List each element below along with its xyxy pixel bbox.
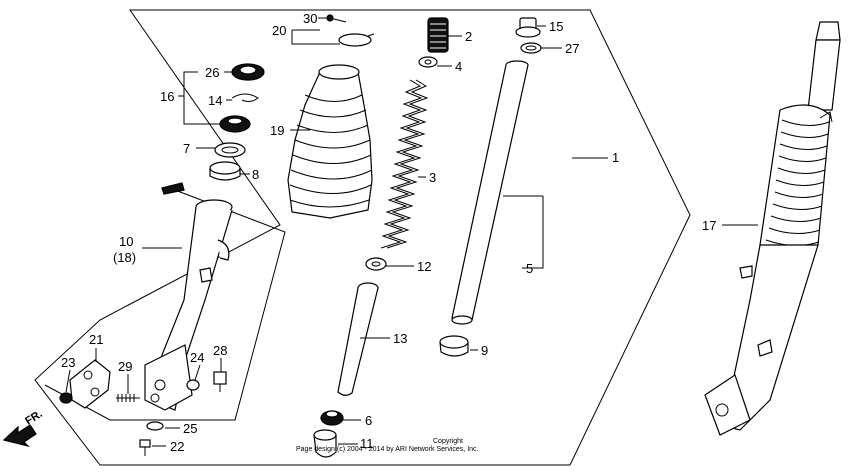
callout-30: 30 — [303, 11, 317, 26]
damper-rod[interactable] — [337, 282, 379, 396]
dust-boot[interactable] — [287, 64, 373, 219]
callout-24: 24 — [190, 350, 204, 365]
callout-22: 22 — [170, 439, 184, 454]
callout-6: 6 — [365, 413, 372, 428]
nut-23[interactable] — [59, 392, 73, 404]
callout-1: 1 — [612, 150, 619, 165]
callout-12: 12 — [417, 259, 431, 274]
oil-seal-26[interactable] — [231, 63, 265, 81]
slide-bushing[interactable] — [439, 335, 469, 357]
callout-29: 29 — [118, 359, 132, 374]
stud-29[interactable] — [116, 394, 140, 402]
bolt-28[interactable] — [213, 371, 227, 392]
slider-subframe — [44, 189, 286, 421]
callout-2: 2 — [465, 29, 472, 44]
callout-20: 20 — [272, 23, 286, 38]
callout-25: 25 — [183, 421, 197, 436]
washer-24[interactable] — [186, 379, 200, 391]
clip-small[interactable] — [161, 182, 185, 195]
washer-25[interactable] — [146, 421, 164, 431]
leader-lines — [65, 17, 758, 447]
copyright-line-1: Copyright — [433, 438, 463, 445]
callout-11: 11 — [360, 436, 374, 451]
callout-9: 9 — [481, 343, 488, 358]
callout-26: 26 — [205, 65, 219, 80]
callout-5: 5 — [526, 261, 533, 276]
spring-2[interactable] — [427, 17, 449, 53]
o-ring[interactable] — [520, 42, 542, 54]
bolt-22[interactable] — [139, 439, 151, 456]
band-clamp[interactable] — [338, 33, 375, 47]
fork-bolt[interactable] — [515, 17, 541, 38]
ring-6[interactable] — [320, 410, 344, 426]
washer-7[interactable] — [214, 142, 246, 158]
callout-3: 3 — [429, 170, 436, 185]
callout-27: 27 — [565, 41, 579, 56]
assembled-fork[interactable] — [704, 21, 841, 436]
callout-10: 10 — [119, 234, 133, 249]
callout-4: 4 — [455, 59, 462, 74]
callout-10-alt: (18) — [113, 250, 136, 265]
front-direction-label: FR. — [23, 408, 44, 428]
callout-14: 14 — [208, 93, 222, 108]
callout-23: 23 — [61, 355, 75, 370]
callout-15: 15 — [549, 19, 563, 34]
callout-19: 19 — [270, 123, 284, 138]
bushing-8[interactable] — [209, 161, 241, 181]
fork-slider[interactable] — [144, 199, 233, 411]
callout-17: 17 — [702, 218, 716, 233]
callout-8: 8 — [252, 167, 259, 182]
callout-21: 21 — [89, 332, 103, 347]
oil-lock-piece[interactable] — [313, 429, 337, 458]
clip-14[interactable] — [231, 93, 259, 103]
front-direction-arrow: FR. — [2, 408, 45, 448]
ring-12[interactable] — [365, 257, 387, 271]
washer-4[interactable] — [418, 56, 438, 68]
copyright-line-2: Page design (c) 2004 - 2014 by ARI Netwo… — [296, 446, 479, 453]
callout-16: 16 — [160, 89, 174, 104]
callout-7: 7 — [183, 141, 190, 156]
axle-holder[interactable] — [69, 359, 111, 409]
callout-13: 13 — [393, 331, 407, 346]
bushing-16[interactable] — [219, 115, 251, 133]
fork-spring[interactable] — [380, 79, 429, 249]
callout-28: 28 — [213, 343, 227, 358]
fork-tube[interactable] — [451, 60, 529, 325]
